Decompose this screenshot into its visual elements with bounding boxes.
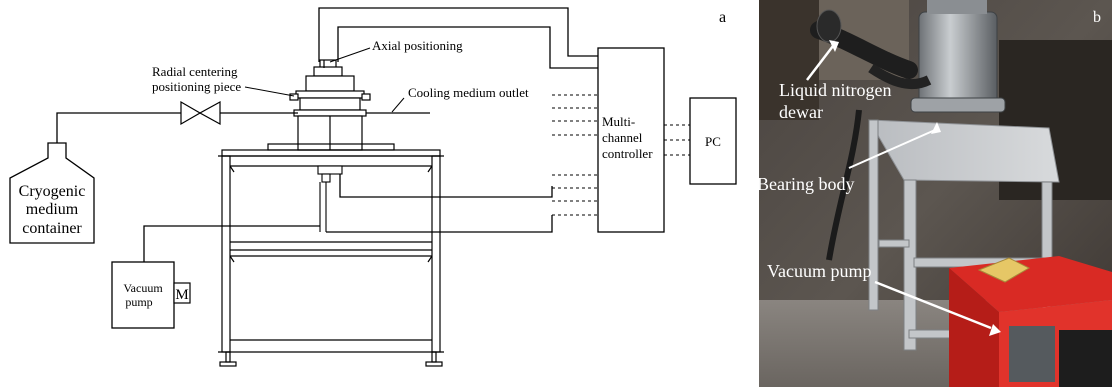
panel-label-a: a (719, 9, 726, 26)
photo-chamber-top (927, 0, 987, 14)
photo-dewar-cap (817, 10, 841, 42)
top-dashed-connectors (552, 95, 598, 135)
vacuum-pump-label-1: Vacuum (123, 281, 163, 295)
photo-chamber-flange (911, 98, 1005, 112)
radial-centering-label-2: positioning piece (152, 79, 241, 94)
supply-line (57, 113, 298, 143)
cooling-outlet-leader (392, 98, 404, 112)
axial-positioning-label: Axial positioning (372, 38, 463, 53)
bearing-body-label: Bearing body (757, 174, 854, 194)
controller-label-1: Multi- (602, 114, 635, 129)
radial-leader (245, 87, 294, 96)
motor-label: M (175, 287, 188, 303)
controller-label-3: controller (602, 146, 653, 161)
pc-label: PC (705, 134, 721, 149)
bottom-signal-wires (144, 174, 552, 262)
cryogenic-label-1: Cryogenic (19, 183, 86, 200)
photo-chamber (919, 12, 997, 112)
axial-leader (330, 48, 370, 62)
vacuum-pump-photo-label: Vacuum pump (767, 261, 871, 281)
shaft-assembly (318, 166, 342, 232)
vacuum-pump-label-2: pump (125, 295, 152, 309)
radial-centering-label-1: Radial centering (152, 64, 238, 79)
bearing-test-head (290, 60, 370, 150)
panel-label-b: b (1093, 9, 1101, 26)
bottom-dashed-connectors (552, 175, 598, 215)
ln2-label-2: dewar (779, 102, 823, 122)
valve-symbol (181, 102, 220, 124)
test-frame (218, 144, 444, 366)
cryogenic-label-2: medium (26, 201, 79, 218)
photo-vacuum-pump-panel (1059, 330, 1112, 387)
controller-label-2: channel (602, 130, 643, 145)
cryogenic-label-3: container (22, 220, 82, 237)
schematic-panel: a Cooling medium ou (10, 8, 736, 366)
cooling-outlet-label: Cooling medium outlet (408, 85, 529, 100)
pc-dashed-connectors (664, 125, 690, 155)
photo-vacuum-pump-grille (1009, 326, 1055, 382)
photo-panel: b Liquid nitrogen dewar Bearing body Vac… (757, 0, 1112, 387)
ln2-label-1: Liquid nitrogen (779, 80, 891, 100)
